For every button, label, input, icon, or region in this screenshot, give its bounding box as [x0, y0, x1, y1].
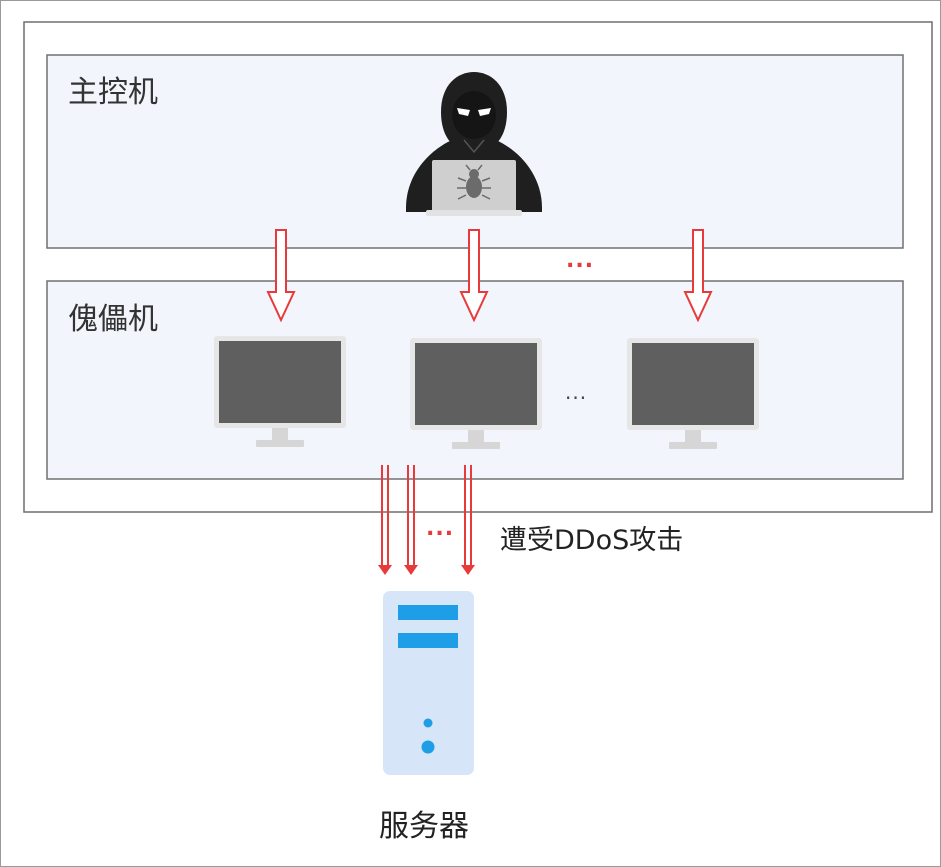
bots-ellipsis: ...: [565, 380, 588, 404]
server-label: 服务器: [379, 809, 469, 844]
attack-label: 遭受DDoS攻击: [500, 525, 684, 556]
server-icon: [383, 591, 474, 775]
hacker-icon: [406, 72, 542, 216]
controller-label: 主控机: [68, 75, 158, 110]
bug-icon: [457, 164, 491, 200]
bots-label: 傀儡机: [68, 302, 158, 337]
arrows-ellipsis: ...: [566, 248, 595, 273]
attack-ellipsis: ...: [426, 516, 455, 541]
